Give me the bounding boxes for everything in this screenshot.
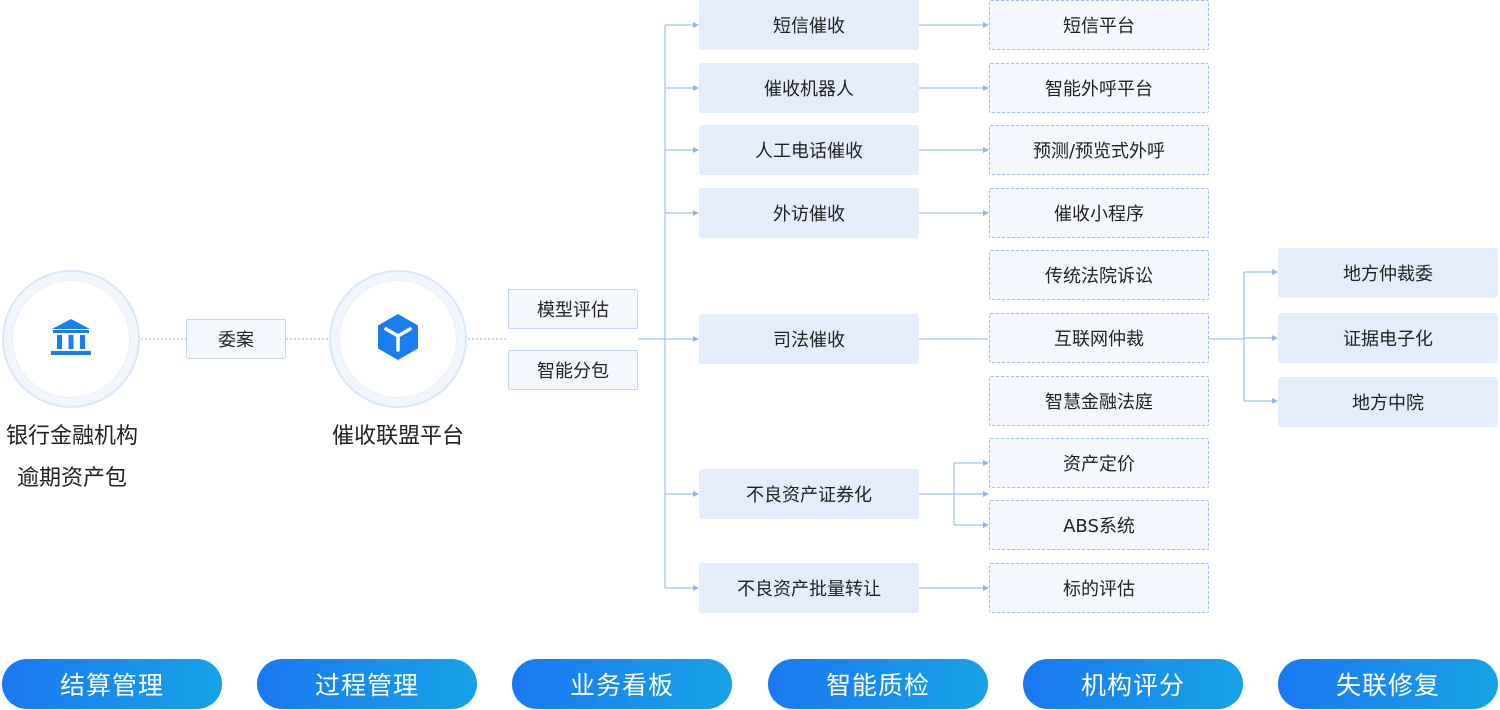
- channel-robot: 催收机器人: [699, 63, 919, 113]
- target-asset-evaluation: 标的评估: [989, 563, 1209, 613]
- source-label-line1: 银行金融机构: [5, 424, 138, 449]
- feature-quality-check: 智能质检: [768, 659, 988, 709]
- target-abs-system: ABS系统: [989, 500, 1209, 550]
- target-smart-court: 智慧金融法庭: [989, 376, 1209, 426]
- tool-smart-split: 智能分包: [508, 350, 638, 390]
- channel-judicial: 司法催收: [699, 314, 919, 364]
- channel-bulk-transfer: 不良资产批量转让: [699, 563, 919, 613]
- entrust-box: 委案: [186, 319, 286, 359]
- target-predictive-call: 预测/预览式外呼: [989, 125, 1209, 175]
- target-mini-program: 催收小程序: [989, 188, 1209, 238]
- feature-contact-repair: 失联修复: [1278, 659, 1498, 709]
- arbitration-local-court: 地方中院: [1278, 377, 1498, 427]
- cube-icon: [376, 313, 420, 365]
- target-asset-pricing: 资产定价: [989, 438, 1209, 488]
- arbitration-evidence-digital: 证据电子化: [1278, 313, 1498, 363]
- platform-node: [329, 270, 467, 408]
- platform-label: 催收联盟平台: [331, 424, 464, 449]
- feature-process: 过程管理: [257, 659, 477, 709]
- tool-model-eval: 模型评估: [508, 289, 638, 329]
- source-label: 银行金融机构 逾期资产包: [0, 416, 144, 500]
- feature-agency-rating: 机构评分: [1023, 659, 1243, 709]
- target-court-litigation: 传统法院诉讼: [989, 250, 1209, 300]
- bank-icon: [50, 317, 92, 361]
- source-node: [2, 270, 140, 408]
- feature-dashboard: 业务看板: [512, 659, 732, 709]
- target-online-arbitration: 互联网仲裁: [989, 313, 1209, 363]
- channel-visit: 外访催收: [699, 188, 919, 238]
- arbitration-local-committee: 地方仲裁委: [1278, 248, 1498, 298]
- feature-settlement: 结算管理: [2, 659, 222, 709]
- source-label-line2: 逾期资产包: [16, 466, 127, 491]
- target-sms-platform: 短信平台: [989, 0, 1209, 50]
- channel-phone: 人工电话催收: [699, 125, 919, 175]
- channel-securitization: 不良资产证券化: [699, 469, 919, 519]
- target-smart-call: 智能外呼平台: [989, 63, 1209, 113]
- channel-sms: 短信催收: [699, 0, 919, 50]
